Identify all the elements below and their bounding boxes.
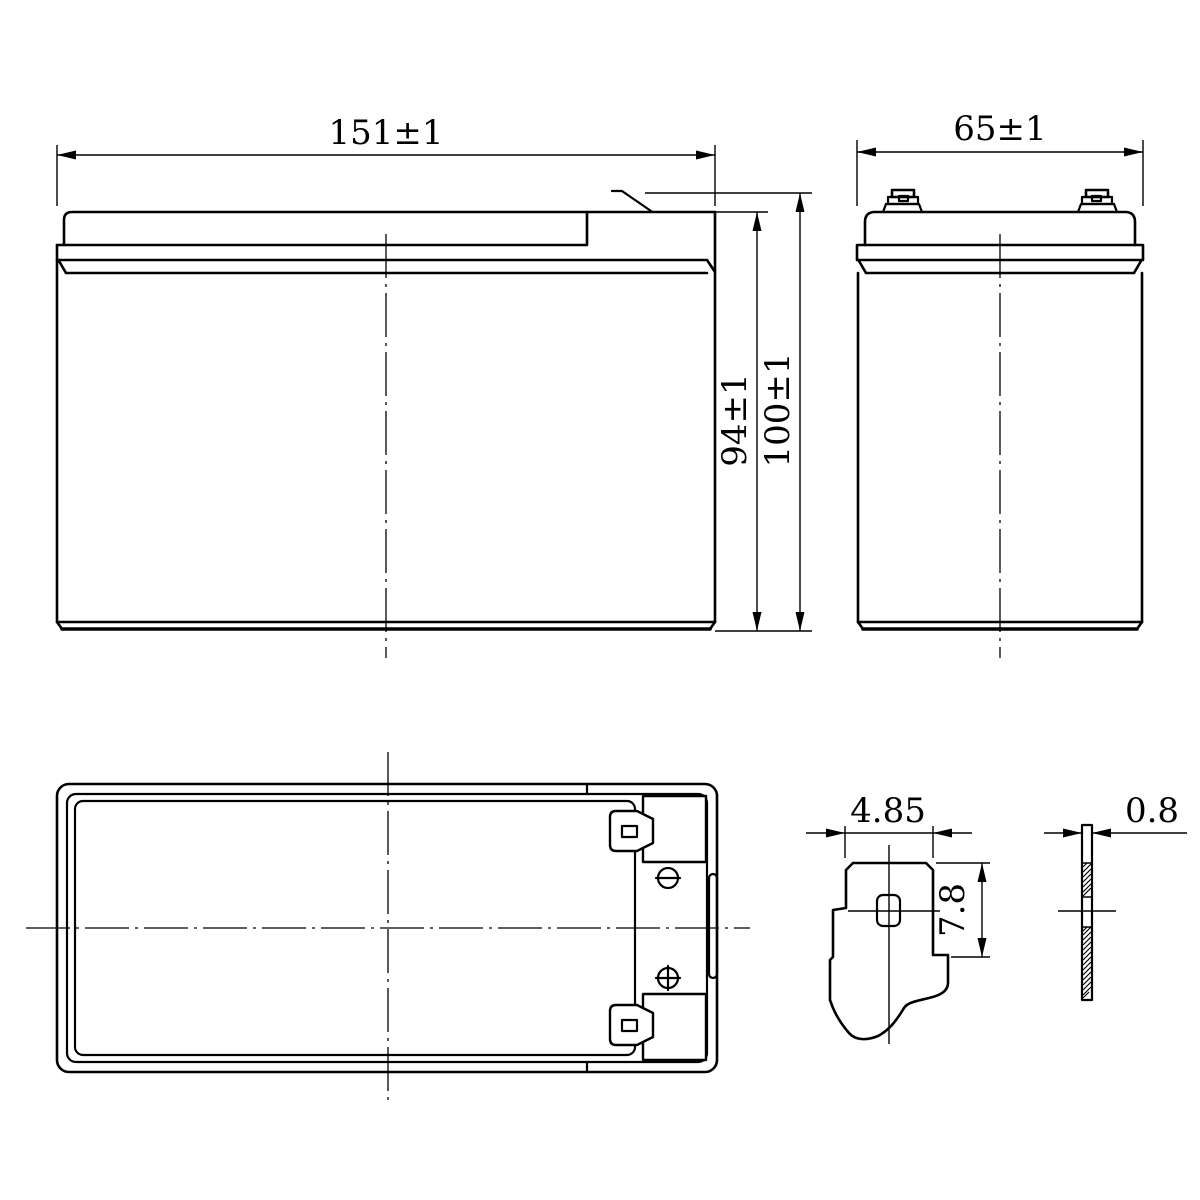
blade-hatch-lower bbox=[1082, 926, 1092, 999]
front-view bbox=[55, 189, 717, 658]
plan-faston-top bbox=[608, 809, 655, 853]
dimension-overall-width: 65±1 bbox=[856, 109, 1144, 206]
dimension-overall-length: 151±1 bbox=[56, 113, 716, 206]
side-terminal-left bbox=[881, 188, 924, 214]
dimension-terminal-height: 7.8 bbox=[933, 862, 990, 958]
terminal-notch bbox=[897, 194, 910, 203]
terminal-front-detail bbox=[828, 845, 950, 1044]
dim-terminal-thickness-label: 0.8 bbox=[1125, 791, 1179, 831]
side-lid bbox=[863, 210, 1137, 247]
plan-faston-bottom bbox=[608, 1003, 655, 1047]
plan-view bbox=[26, 752, 750, 1104]
faston-hole bbox=[620, 824, 639, 839]
blade-outline bbox=[1080, 823, 1094, 1002]
front-lid-step bbox=[62, 210, 589, 247]
front-neck bbox=[57, 259, 709, 275]
dim-overall-length-label: 151±1 bbox=[328, 113, 443, 153]
faston-hole bbox=[620, 1018, 639, 1033]
dim-terminal-height-label: 7.8 bbox=[933, 883, 973, 937]
terminal-outline bbox=[828, 861, 950, 1041]
dim-terminal-width-label: 4.85 bbox=[850, 791, 926, 831]
blade-hatch-upper bbox=[1082, 862, 1092, 897]
dimension-container-height: 94±1 bbox=[715, 211, 768, 631]
plan-vent-top bbox=[654, 866, 682, 890]
faston-body bbox=[608, 1003, 655, 1047]
terminal-blade-detail bbox=[1058, 823, 1116, 1002]
front-flange bbox=[55, 258, 717, 274]
side-view bbox=[855, 188, 1145, 658]
vent-cross bbox=[654, 964, 682, 992]
plan-vent-bottom bbox=[654, 964, 682, 992]
side-body-edges bbox=[856, 271, 1144, 624]
dimension-terminal-width: 4.85 bbox=[806, 791, 972, 858]
side-terminal-right bbox=[1076, 188, 1119, 214]
dimension-total-height: 100±1 bbox=[645, 192, 812, 632]
terminal-notch bbox=[1090, 194, 1103, 203]
dimension-terminal-thickness: 0.8 bbox=[1044, 791, 1187, 838]
dim-total-height-label: 100±1 bbox=[758, 352, 798, 467]
dim-overall-width-label: 65±1 bbox=[953, 109, 1046, 149]
front-terminal-tip bbox=[610, 189, 653, 213]
dim-container-height-label: 94±1 bbox=[715, 373, 755, 466]
plan-wall-slot bbox=[707, 872, 719, 980]
terminal-centerlines bbox=[848, 845, 940, 1044]
faston-body bbox=[608, 809, 655, 853]
